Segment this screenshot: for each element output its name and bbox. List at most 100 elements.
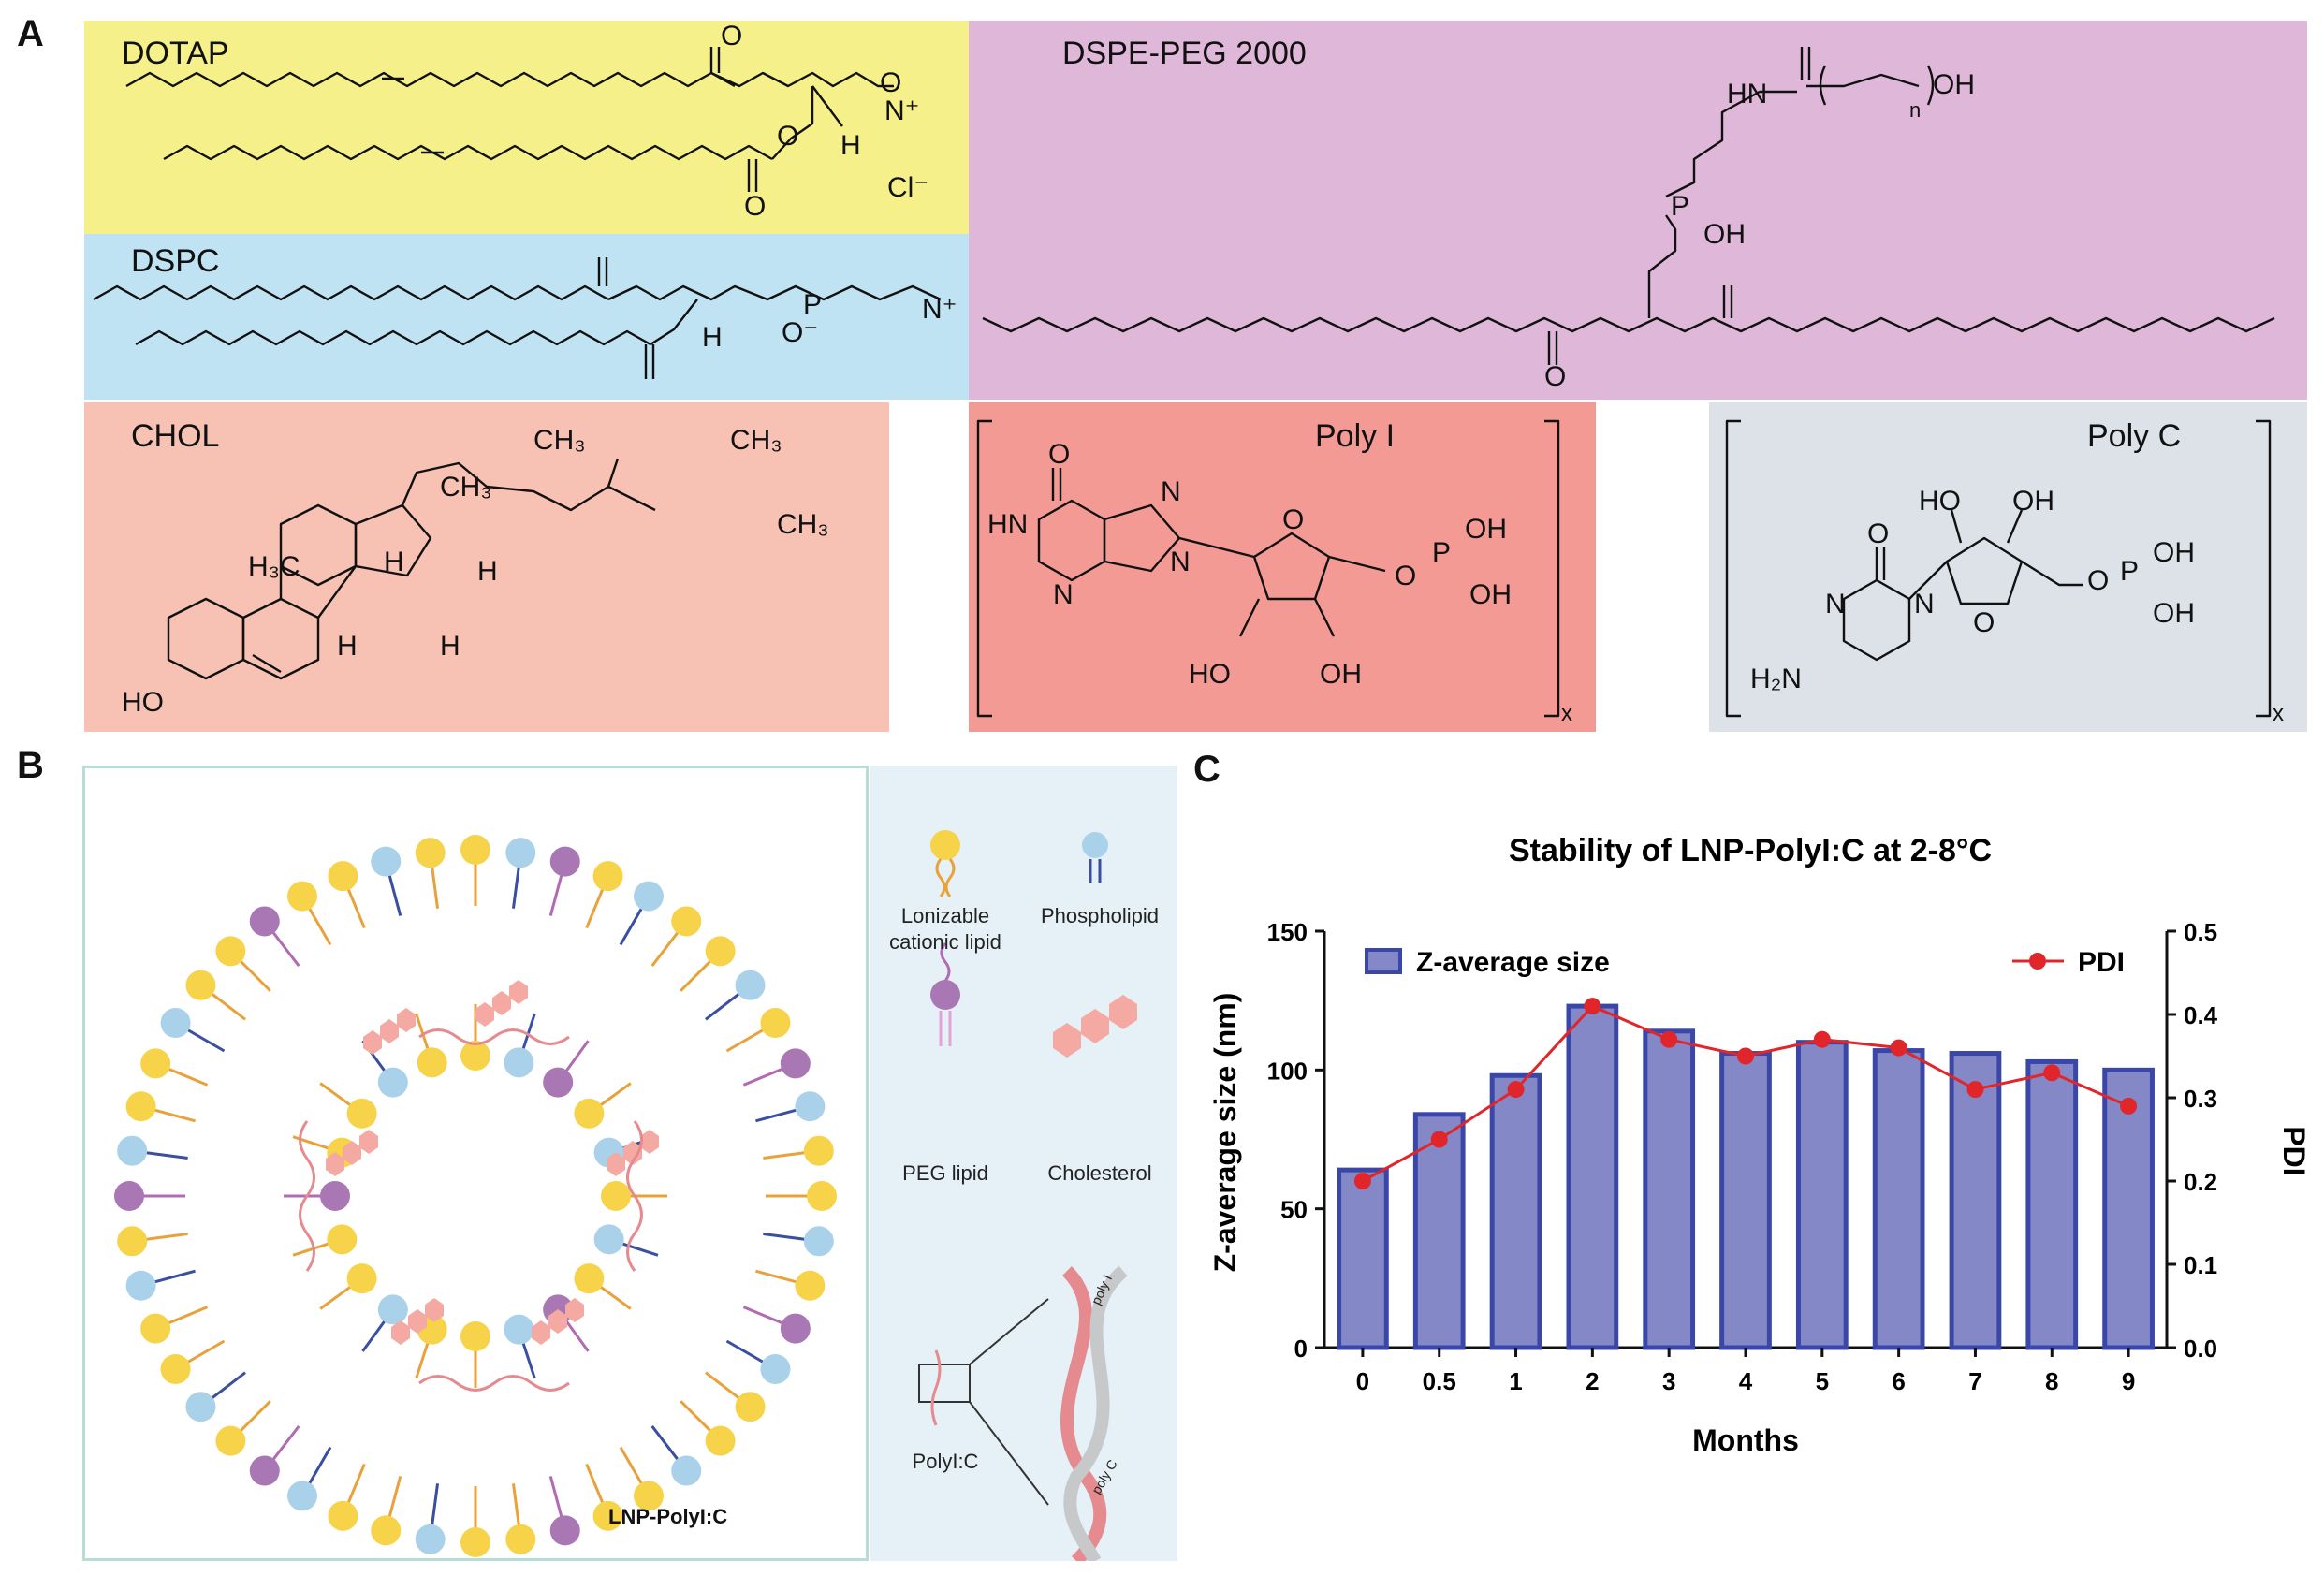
x-tick-label: 6 — [1892, 1367, 1905, 1395]
cholesterol-icon — [1053, 995, 1137, 1058]
ionizable-head — [574, 1098, 605, 1129]
atom-cl: Cl⁻ — [887, 172, 928, 203]
panel-c-letter: C — [1193, 749, 1220, 790]
atom-n: N — [1161, 476, 1181, 507]
atom-n: N — [1914, 589, 1935, 620]
atom-h3c: H₃C — [248, 551, 300, 582]
ionizable-head — [160, 1354, 191, 1384]
bar — [1719, 1051, 1772, 1350]
peg-head — [549, 846, 580, 877]
peg-head — [780, 1313, 811, 1344]
bar — [1872, 1048, 1925, 1350]
phospho-head — [185, 1392, 216, 1422]
ionizable-head — [735, 1392, 766, 1422]
y2-axis-label: PDI — [2277, 1126, 2311, 1175]
peg-head — [780, 1048, 811, 1079]
x-axis-label: Months — [1692, 1423, 1799, 1457]
ionizable-head — [371, 1515, 402, 1546]
atom-o-minus: O⁻ — [782, 317, 818, 348]
cholesterol-molecule — [509, 980, 528, 1004]
x-tick-label: 9 — [2122, 1367, 2135, 1395]
ionizable-head — [671, 906, 702, 937]
atom-o: O — [721, 21, 742, 51]
phospho-head — [377, 1294, 408, 1325]
atom-ch3: CH₃ — [730, 425, 782, 456]
atom-n: N — [1053, 579, 1074, 610]
cholesterol-molecule — [343, 1141, 361, 1165]
phospho-head — [125, 1270, 156, 1301]
pdi-point — [1737, 1047, 1754, 1065]
dspc-label: DSPC — [131, 243, 220, 279]
y2-tick-label: 0.3 — [2184, 1085, 2217, 1113]
phospho-head — [371, 846, 402, 877]
peg-head — [549, 1515, 580, 1546]
x-tick-label: 0 — [1356, 1367, 1369, 1395]
ionizable-head — [460, 1527, 490, 1557]
cholesterol-molecule — [363, 1030, 382, 1055]
atom-h: H — [702, 322, 723, 353]
phospho-head — [803, 1226, 834, 1257]
phospho-head — [634, 881, 664, 912]
phospho-head — [415, 1524, 446, 1554]
y2-tick-label: 0.5 — [2184, 918, 2217, 946]
ionizable-head — [140, 1048, 171, 1079]
legend-line-label: PDI — [2078, 947, 2125, 978]
cholesterol-molecule — [391, 1320, 410, 1345]
bar — [1643, 1028, 1696, 1350]
ionizable-head — [760, 1008, 791, 1038]
phospho-head — [377, 1067, 408, 1098]
dspc-box — [84, 234, 969, 400]
cholesterol-molecule — [548, 1309, 567, 1334]
y-tick-label: 50 — [1280, 1196, 1308, 1224]
atom-p: P — [1671, 191, 1689, 222]
cholesterol-molecule — [607, 1152, 625, 1176]
ionizable-head — [185, 970, 216, 1000]
atom-h2n: H₂N — [1750, 664, 1802, 694]
phospho-head — [117, 1135, 148, 1166]
atom-o: O — [1048, 439, 1070, 470]
ionizable-head — [705, 1425, 736, 1456]
phospho-head — [504, 1314, 534, 1345]
pdi-point — [1430, 1131, 1448, 1148]
ionizable-head — [125, 1091, 156, 1122]
dspe-peg-box — [969, 21, 2307, 400]
chemical-structures: O O N⁺ O H O Cl⁻ HN OH n P OH O P O⁻ N⁺ … — [93, 21, 2284, 726]
poly-i-box — [969, 402, 1596, 732]
ionizable-lipid-icon — [930, 830, 960, 897]
peg-head — [320, 1181, 350, 1211]
pdi-point — [1584, 998, 1601, 1015]
cholesterol-molecule — [397, 1008, 416, 1032]
x-tick-label: 5 — [1816, 1367, 1829, 1395]
poly-c-label: Poly C — [2087, 418, 2182, 454]
atom-oh: OH — [2012, 486, 2054, 517]
atom-p: P — [803, 289, 822, 320]
cholesterol-molecule — [380, 1019, 399, 1043]
legend-bar-swatch — [1365, 948, 1402, 974]
cholesterol-molecule — [475, 1002, 494, 1027]
atom-o: O — [1282, 504, 1304, 535]
phospholipid-label: Phospholipid — [1041, 904, 1159, 927]
phospho-head — [760, 1354, 791, 1384]
phospho-head — [735, 970, 766, 1000]
atom-o: O — [1973, 607, 1995, 638]
phospho-head — [671, 1455, 702, 1486]
x-tick-label: 1 — [1509, 1367, 1522, 1395]
atom-hn: HN — [987, 509, 1028, 540]
y2-tick-label: 0.2 — [2184, 1168, 2217, 1196]
phospho-head — [593, 1224, 624, 1255]
chart-title: Stability of LNP-PolyI:C at 2-8°C — [1509, 833, 1992, 868]
bar — [2025, 1058, 2079, 1350]
atom-h: H — [477, 556, 498, 587]
ionizable-head — [215, 936, 246, 967]
atom-h: H — [337, 631, 358, 662]
ionizable-head — [460, 835, 490, 865]
atom-o: O — [744, 191, 766, 222]
ionizable-head — [215, 1425, 246, 1456]
ionizable-head — [346, 1098, 377, 1129]
dotap-label: DOTAP — [122, 36, 229, 71]
peg-head — [249, 1455, 280, 1486]
atom-oh: OH — [1933, 69, 1975, 100]
y-axis-label: Z-average size (nm) — [1208, 993, 1242, 1273]
ionizable-head — [460, 1041, 490, 1071]
cholesterol-molecule — [326, 1152, 344, 1176]
